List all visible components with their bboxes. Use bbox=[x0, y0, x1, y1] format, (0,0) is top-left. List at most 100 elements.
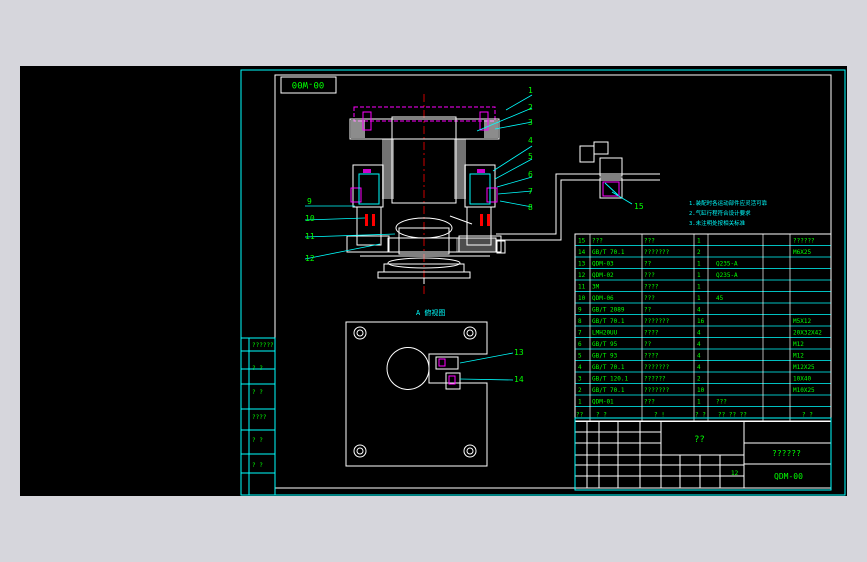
callout-1: 1 bbox=[528, 86, 533, 95]
bom-row-note: M12 bbox=[793, 353, 804, 360]
bom-row-code: ??? bbox=[592, 238, 603, 245]
bom-row-code: QDM-03 bbox=[592, 261, 614, 268]
bom-row-no: 2 bbox=[578, 387, 582, 394]
bom-row-material: Q235-A bbox=[716, 272, 738, 279]
bom-row-name: ?? bbox=[644, 341, 652, 348]
callout-10: 10 bbox=[305, 214, 315, 223]
callout-4: 4 bbox=[528, 136, 533, 145]
bom-row-name: ??????? bbox=[644, 249, 670, 256]
bom-row-no: 14 bbox=[578, 249, 586, 256]
view-label: A 俯视图 bbox=[416, 308, 445, 317]
bom-row-no: 12 bbox=[578, 272, 586, 279]
bom-row-no: 3 bbox=[578, 376, 582, 383]
bom-row-name: ?????? bbox=[644, 376, 666, 383]
bom-header-cell: ? ? bbox=[596, 412, 607, 419]
bom-row-name: ??????? bbox=[644, 364, 670, 371]
bom-row-qty: 4 bbox=[697, 341, 701, 348]
bom-row-note: M6X25 bbox=[793, 249, 811, 256]
bom-row-material: Q235-A bbox=[716, 261, 738, 268]
bom-row-no: 10 bbox=[578, 295, 586, 302]
callout-6: 6 bbox=[528, 170, 533, 179]
bom-row-code: GB/T 95 bbox=[592, 341, 618, 348]
bom-row-no: 1 bbox=[578, 399, 582, 406]
bom-row-no: 6 bbox=[578, 341, 582, 348]
bom-row-code: GB/T 70.1 bbox=[592, 318, 625, 325]
bom-row-no: 8 bbox=[578, 318, 582, 325]
callout-12: 12 bbox=[305, 254, 315, 263]
bom-row-note: M12X25 bbox=[793, 364, 815, 371]
code-box-text: 00-W00 bbox=[292, 79, 325, 89]
bom-row-material: 45 bbox=[716, 295, 724, 302]
callout-15: 15 bbox=[634, 202, 644, 211]
bom-row-note: M10X25 bbox=[793, 387, 815, 394]
callout-2: 2 bbox=[528, 103, 533, 112]
tech-req-1: 1.装配时各运动部件应灵活可靠 bbox=[689, 199, 768, 207]
left-strip-label-2: ? ? bbox=[252, 389, 263, 396]
bom-row-qty: 1 bbox=[697, 238, 701, 245]
bom-row-code: GB/T 70.1 bbox=[592, 387, 625, 394]
bom-row-no: 5 bbox=[578, 353, 582, 360]
callout-9: 9 bbox=[307, 197, 312, 206]
bom-row-name: ???? bbox=[644, 284, 659, 291]
bom-row-note: M5X12 bbox=[793, 318, 811, 325]
bom-row-qty: 4 bbox=[697, 353, 701, 360]
bom-header-cell: ?? bbox=[576, 412, 584, 419]
left-strip-label-5: ? ? bbox=[252, 462, 263, 469]
title-cell: ?? bbox=[694, 435, 705, 445]
bom-row-note: 10X40 bbox=[793, 376, 811, 383]
bom-row-qty: 1 bbox=[697, 295, 701, 302]
bom-row-no: 13 bbox=[578, 261, 586, 268]
plate-top-view bbox=[345, 321, 488, 467]
bom-row-no: 9 bbox=[578, 307, 582, 314]
bom-row-qty: 1 bbox=[697, 272, 701, 279]
bom-header-cell: ? ? bbox=[695, 412, 706, 419]
bom-row-code: LMH20UU bbox=[592, 330, 618, 337]
bom-row-name: ?? bbox=[644, 261, 652, 268]
left-strip-label-3: ???? bbox=[252, 414, 267, 421]
bom-row-code: QDM-02 bbox=[592, 272, 614, 279]
left-strip-label-0: ?????? bbox=[252, 342, 274, 349]
callout-3: 3 bbox=[528, 118, 533, 127]
bom-row-code: GB/T 70.1 bbox=[592, 249, 625, 256]
sheet-count: 12 bbox=[731, 470, 739, 477]
title-block bbox=[574, 420, 832, 489]
code-box bbox=[280, 76, 337, 94]
bom-row-qty: 4 bbox=[697, 330, 701, 337]
cad-drawing: ?????? ? ? ? ? ???? ? ? ? ? 00-W00 bbox=[240, 69, 846, 496]
bom-header-cell: ?? ?? ?? bbox=[718, 412, 747, 419]
bom-row-name: ??????? bbox=[644, 318, 670, 325]
bom-row-name: ?? bbox=[644, 307, 652, 314]
bom-row-qty: 4 bbox=[697, 364, 701, 371]
drawing-border bbox=[240, 69, 846, 496]
callout-11: 11 bbox=[305, 232, 315, 241]
bom-row-note: 20X32X42 bbox=[793, 330, 822, 337]
cad-canvas[interactable]: ?????? ? ? ? ? ???? ? ? ? ? 00-W00 bbox=[20, 66, 847, 496]
bom-row-qty: 1 bbox=[697, 399, 701, 406]
bom-header-cell: ? ! bbox=[654, 412, 665, 419]
bom-row-qty: 10 bbox=[697, 387, 705, 394]
bom-row-qty: 2 bbox=[697, 249, 701, 256]
bom-row-code: 3M bbox=[592, 284, 600, 291]
bom-row-name: ??? bbox=[644, 295, 655, 302]
bom-row-name: ???? bbox=[644, 330, 659, 337]
bom-row-no: 11 bbox=[578, 284, 586, 291]
left-strip-label-4: ? ? bbox=[252, 437, 263, 444]
bom-row-code: GB/T 2089 bbox=[592, 307, 625, 314]
bom-row-no: 7 bbox=[578, 330, 582, 337]
bom-header-cell: ? ? bbox=[802, 412, 813, 419]
bom-row-code: GB/T 120.1 bbox=[592, 376, 629, 383]
bom-row-code: QDM-01 bbox=[592, 399, 614, 406]
bom-row-code: GB/T 70.1 bbox=[592, 364, 625, 371]
bom-row-qty: 1 bbox=[697, 261, 701, 268]
left-strip-label-1: ? ? bbox=[252, 365, 263, 372]
callout-8: 8 bbox=[528, 203, 533, 212]
bom-row-note: M12 bbox=[793, 341, 804, 348]
callout-7: 7 bbox=[528, 187, 533, 196]
bom-row-name: ??????? bbox=[644, 387, 670, 394]
bom-row-no: 4 bbox=[578, 364, 582, 371]
bom-row-name: ??? bbox=[644, 238, 655, 245]
tech-req-3: 3.未注明处按相关标准 bbox=[689, 219, 746, 227]
name-cell: ?????? bbox=[772, 449, 801, 458]
drawing-number: QDM-00 bbox=[774, 472, 803, 481]
